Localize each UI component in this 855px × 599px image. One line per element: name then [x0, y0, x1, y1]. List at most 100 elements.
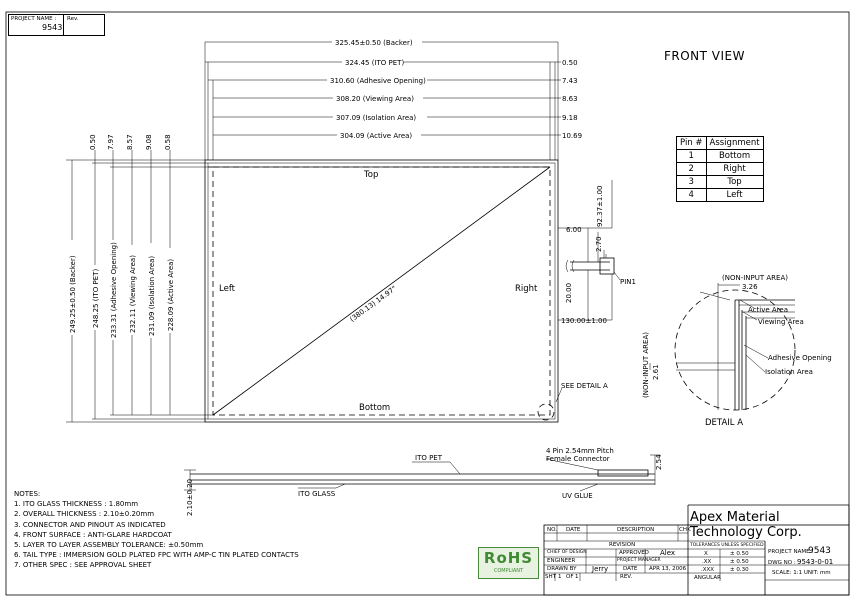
note-item: 3. CONNECTOR AND PINOUT AS INDICATED	[14, 520, 166, 529]
dim-backer-height: 249.25±0.50 (Backer)	[69, 255, 77, 333]
tb-scale-unit: SCALE: 1:1 UNIT: mm	[772, 570, 831, 576]
rohs-compliant-text: COMPLIANT	[493, 568, 524, 574]
tb-of-value: 1	[575, 574, 579, 580]
tb-rev: REV.	[620, 574, 633, 580]
note-item: 1. ITO GLASS THICKNESS : 1.80mm	[14, 500, 139, 509]
pin1-label: PIN1	[620, 278, 636, 286]
note-item: 4. FRONT SURFACE : ANTI-GLARE HARDCOAT	[14, 530, 172, 539]
note-item: 2. OVERALL THICKNESS : 2.10±0.20mm	[14, 510, 155, 519]
tb-tol-value: ± 0.30	[730, 567, 749, 573]
tb-sht-value: 1	[558, 574, 562, 580]
offset-left-2: 7.97	[107, 134, 115, 150]
dim-viewing-height: 232.11 (Viewing Area)	[129, 255, 137, 333]
offset-left-3: 8.57	[126, 134, 134, 150]
side-connector-label-2: Female Connector	[546, 455, 610, 463]
tb-description: DESCRIPTION	[617, 527, 655, 533]
detail-non-input-left: (NON-INPUT AREA)	[642, 332, 650, 398]
tb-sht: SHT	[545, 574, 556, 580]
tb-tol-label: X	[704, 551, 708, 557]
side-thickness-left: 2.10±0.20	[186, 479, 194, 516]
project-name-box: PROJECT NAME : 9543 Rev.	[8, 14, 105, 36]
tb-engineer: ENGINEER	[547, 558, 576, 564]
tb-project-value: 9543	[808, 546, 831, 556]
active-area-outline	[212, 166, 551, 416]
ito-pet-outline	[207, 162, 556, 420]
dim-adhesive-width: 310.60 (Adhesive Opening)	[330, 77, 426, 85]
tb-drawn-by: DRAWN BY	[547, 566, 577, 572]
offset-left-5: 0.58	[164, 134, 172, 150]
note-item: 6. TAIL TYPE : IMMERSION GOLD PLATED FPC…	[14, 551, 299, 560]
pin-header: Pin #	[676, 136, 707, 150]
detail-active-area: Active Area	[748, 306, 788, 314]
offset-right-1: 0.50	[562, 59, 578, 67]
detail-dim-top: 3.26	[742, 283, 758, 291]
offset-left-1: 0.50	[89, 134, 97, 150]
diagonal-label: (380.13) 14.97"	[348, 285, 398, 324]
rohs-logo: RoHS COMPLIANT	[478, 547, 539, 579]
assignment-header: Assignment	[705, 136, 764, 150]
pin-cell: 4	[676, 188, 707, 202]
dim-adhesive-height: 233.31 (Adhesive Opening)	[110, 242, 118, 338]
tb-approver: Alex	[660, 549, 676, 557]
detail-adhesive-opening: Adhesive Opening	[768, 354, 832, 362]
diagonal-line	[212, 166, 551, 416]
note-item: 7. OTHER SPEC : SEE APPROVAL SHEET	[14, 561, 152, 570]
tb-no: NO.	[547, 527, 557, 533]
notes-block: NOTES: 1. ITO GLASS THICKNESS : 1.80mm 2…	[14, 489, 299, 571]
tb-project-manager: PROJECT MANAGER	[617, 558, 661, 563]
side-thickness-right: 2.54	[655, 454, 663, 470]
dim-isolation-height: 231.09 (Isolation Area)	[148, 256, 156, 336]
rev-label: Rev.	[67, 16, 79, 22]
project-name-value: 9543	[42, 23, 63, 32]
project-name-label: PROJECT NAME :	[11, 16, 57, 22]
dim-tail-130: 130.00±1.00	[561, 317, 607, 325]
tb-tol-label: .XXX	[701, 567, 715, 573]
detail-dim-left: 2.61	[652, 364, 660, 380]
tb-drawer: Jerry	[592, 565, 609, 573]
detail-a-title: DETAIL A	[705, 418, 743, 428]
dim-active-height: 228.09 (Active Area)	[167, 259, 175, 331]
edge-label-right: Right	[515, 284, 538, 294]
dim-isolation-width: 307.09 (Isolation Area)	[336, 114, 416, 122]
assignment-cell: Top	[705, 175, 764, 189]
dim-tail-92-37: 92.37±1.00	[596, 186, 604, 228]
side-view: ITO PET ITO GLASS 4 Pin 2.54mm Pitch Fem…	[184, 447, 663, 516]
detail-isolation-area: Isolation Area	[765, 368, 813, 376]
offset-right-5: 10.69	[562, 132, 582, 140]
tb-date-value: APR 13, 2006	[649, 566, 687, 572]
side-ito-pet-label: ITO PET	[415, 454, 443, 462]
side-ito-glass-label: ITO GLASS	[298, 490, 336, 498]
tb-approved: APPROVED	[619, 550, 649, 556]
dim-tail-20: 20.00	[565, 283, 573, 303]
tb-tol-label: .XX	[702, 559, 712, 565]
tb-chk: CHK	[679, 527, 691, 533]
detail-viewing-area: Viewing Area	[758, 318, 804, 326]
side-uv-glue-label: UV GLUE	[562, 492, 593, 500]
side-connector-label: 4 Pin 2.54mm Pitch	[546, 447, 614, 455]
rohs-logo-text: RoHS	[483, 549, 534, 567]
note-item: 5. LAYER TO LAYER ASSEMBLY TOLERANCE: ±0…	[14, 541, 204, 550]
tb-chief-of-design: CHIEF OF DESIGN	[547, 550, 587, 555]
top-dimensions: 325.45±0.50 (Backer) 324.45 (ITO PET) 31…	[204, 36, 582, 160]
dim-itopet-height: 248.25 (ITO PET)	[92, 269, 100, 328]
tb-project-label: PROJECT NAME :	[768, 549, 814, 555]
offset-right-2: 7.43	[562, 77, 578, 85]
detail-a-view: (NON-INPUT AREA) 3.26 (NON-INPUT AREA) 2…	[642, 274, 832, 428]
backer-outline	[204, 159, 559, 423]
dim-viewing-width: 308.20 (Viewing Area)	[336, 95, 414, 103]
title-block-grid	[543, 504, 850, 596]
notes-title: NOTES:	[14, 490, 41, 498]
offset-right-3: 8.63	[562, 95, 578, 103]
fpc-tail: 6.00 2.70 92.37±1.00 20.00 130.00±1.00 P…	[558, 180, 636, 325]
left-dimensions: 249.25±0.50 (Backer) 248.25 (ITO PET) 23…	[66, 134, 213, 423]
dim-itopet-width: 324.45 (ITO PET)	[345, 59, 404, 67]
tb-revision: REVISION	[609, 542, 636, 548]
tb-tol-value: ± 0.50	[730, 559, 749, 565]
assignment-cell: Left	[705, 188, 764, 202]
see-detail-a-label: SEE DETAIL A	[561, 382, 608, 390]
tb-tol-value: ± 0.50	[730, 551, 749, 557]
sheet-border	[5, 11, 850, 596]
edge-label-left: Left	[219, 284, 236, 294]
dim-active-width: 304.09 (Active Area)	[340, 132, 412, 140]
